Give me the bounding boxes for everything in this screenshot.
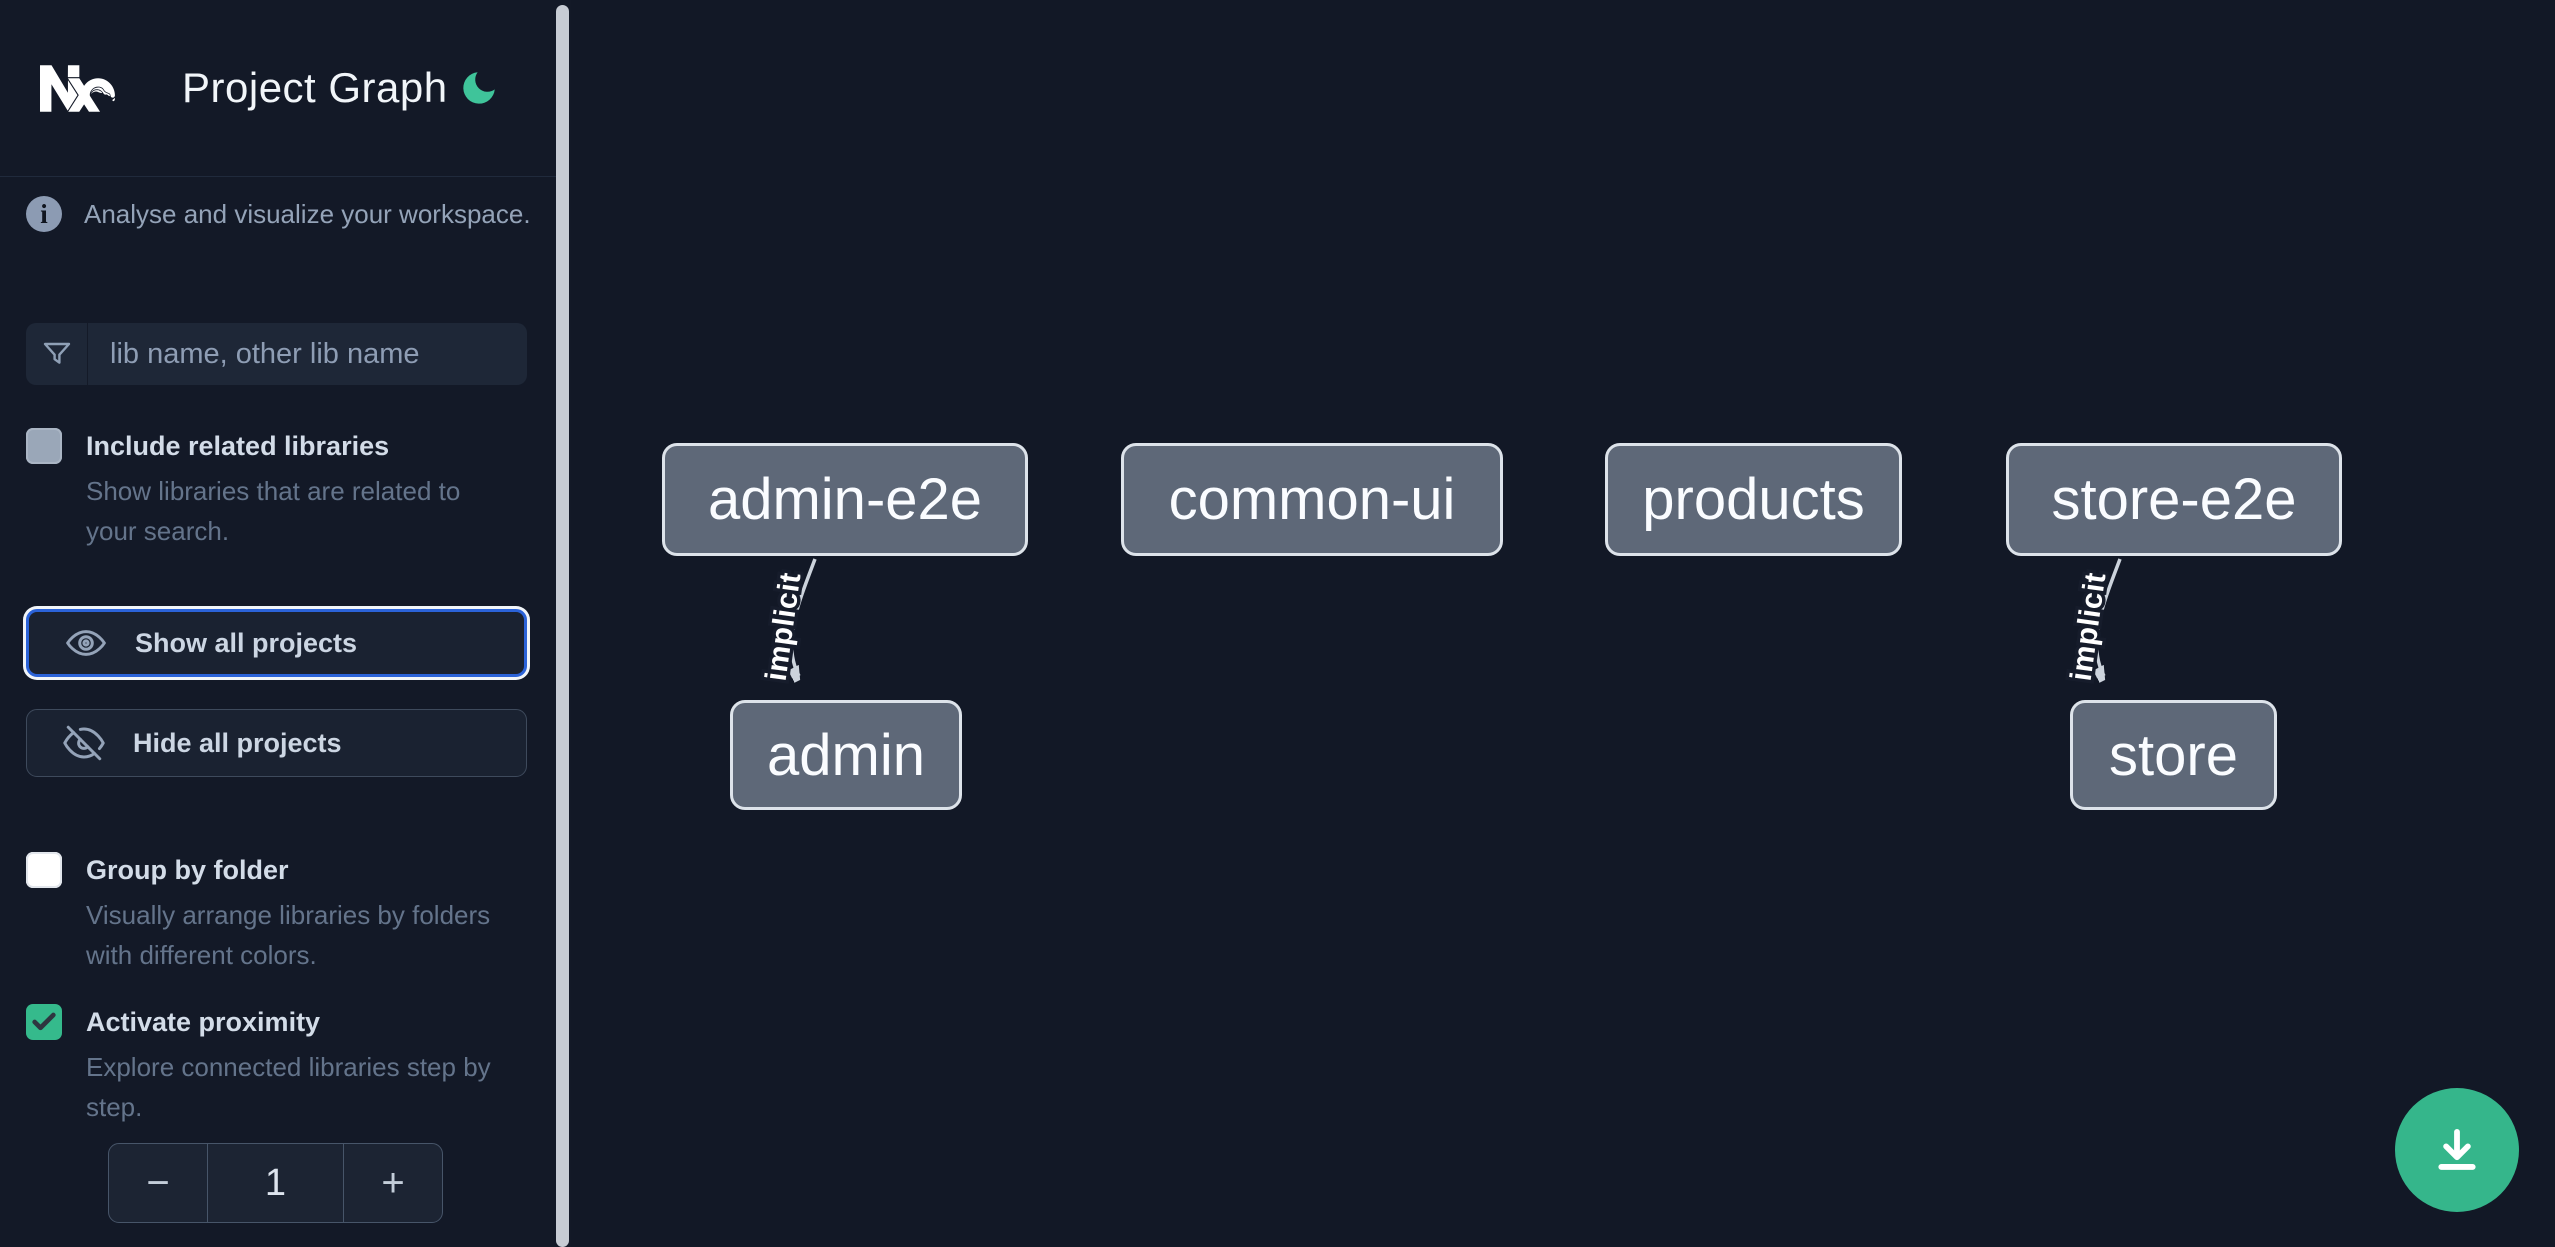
include-related-checkbox[interactable] xyxy=(26,428,62,464)
option-include-related-libraries: Include related libraries Show libraries… xyxy=(26,428,531,551)
app-header: Project Graph xyxy=(0,0,557,177)
increment-button[interactable]: + xyxy=(344,1144,442,1222)
eye-icon xyxy=(66,630,106,656)
filter-input[interactable] xyxy=(88,323,527,385)
option-description: Explore connected libraries step by step… xyxy=(86,1052,491,1122)
option-group-by-folder: Group by folder Visually arrange librari… xyxy=(26,852,531,975)
graph-node-admin[interactable]: admin xyxy=(730,700,962,810)
edge-admin-e2e-admin xyxy=(791,558,817,676)
sidebar-scrollbar[interactable] xyxy=(556,5,569,1247)
graph-node-store[interactable]: store xyxy=(2070,700,2277,810)
proximity-depth-stepper: − 1 + xyxy=(108,1143,443,1223)
option-description: Show libraries that are related to your … xyxy=(86,476,461,546)
button-label: Show all projects xyxy=(135,627,358,658)
eye-off-icon xyxy=(63,725,105,761)
project-graph-canvas[interactable]: implicit implicit admin-e2e common-ui pr… xyxy=(571,0,2555,1247)
check-icon xyxy=(32,1012,56,1031)
graph-node-products[interactable]: products xyxy=(1605,443,1902,556)
edge-label-implicit: implicit xyxy=(760,570,808,683)
option-label: Group by folder xyxy=(86,855,289,885)
theme-toggle-button[interactable] xyxy=(458,67,500,109)
nx-logo xyxy=(40,64,116,112)
page-title: Project Graph xyxy=(182,64,448,111)
option-label: Activate proximity xyxy=(86,1007,321,1037)
moon-icon xyxy=(463,72,495,104)
graph-node-common-ui[interactable]: common-ui xyxy=(1121,443,1503,556)
option-label: Include related libraries xyxy=(86,431,390,461)
option-description: Visually arrange libraries by folders wi… xyxy=(86,900,491,970)
button-label: Hide all projects xyxy=(133,727,342,758)
download-icon xyxy=(2438,1128,2476,1170)
tagline: Analyse and visualize your workspace. xyxy=(84,198,531,229)
proximity-depth-value: 1 xyxy=(207,1144,344,1222)
decrement-button[interactable]: − xyxy=(109,1144,207,1222)
workspace-tagline-row: i Analyse and visualize your workspace. xyxy=(26,196,531,232)
show-all-projects-button[interactable]: Show all projects xyxy=(26,609,527,677)
graph-node-store-e2e[interactable]: store-e2e xyxy=(2006,443,2342,556)
hide-all-projects-button[interactable]: Hide all projects xyxy=(26,709,527,777)
activate-proximity-checkbox[interactable] xyxy=(26,1004,62,1040)
library-filter xyxy=(26,323,527,385)
edge-store-e2e-store xyxy=(2096,558,2122,676)
info-icon: i xyxy=(26,196,62,232)
option-activate-proximity: Activate proximity Explore connected lib… xyxy=(26,1004,531,1127)
group-by-folder-checkbox[interactable] xyxy=(26,852,62,888)
graph-node-admin-e2e[interactable]: admin-e2e xyxy=(662,443,1028,556)
sidebar: Project Graph i Analyse and visualize yo… xyxy=(0,0,571,1247)
filter-icon xyxy=(26,323,88,385)
download-graph-button[interactable] xyxy=(2395,1088,2519,1212)
edge-label-implicit: implicit xyxy=(2065,570,2113,683)
graph-edges: implicit implicit xyxy=(756,558,2122,686)
